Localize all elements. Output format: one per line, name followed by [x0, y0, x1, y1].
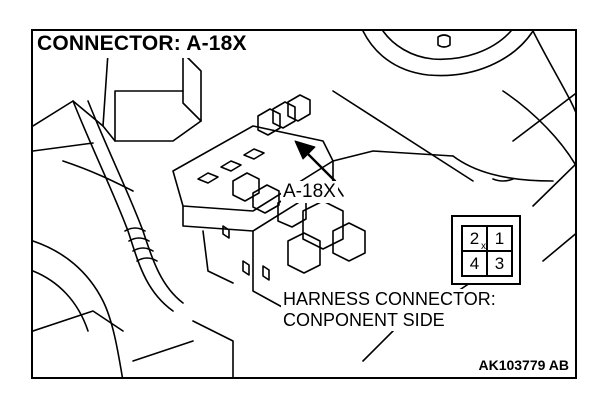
lower-bracket [33, 310, 394, 377]
pin-center-mark: x [481, 241, 486, 252]
connector-side-note: HARNESS CONNECTOR: CONPONENT SIDE [281, 289, 498, 331]
connector-pin-grid: 2 1 4 3 [461, 225, 513, 277]
callout-arrow [294, 140, 337, 183]
fuse-block [172, 94, 454, 314]
fender-lines [332, 90, 575, 322]
relay-housing-left [33, 52, 202, 152]
pin-bottom-right: 3 [487, 251, 512, 276]
figure-frame: CONNECTOR: A-18X A-18X 2 1 4 3 x HARNESS… [31, 29, 577, 379]
figure-code: AK103779 AB [476, 357, 571, 373]
figure-title: CONNECTOR: A-18X [33, 31, 253, 58]
pin-top-right: 1 [487, 226, 512, 251]
connector-pin-diagram: 2 1 4 3 x [451, 215, 521, 285]
engine-dome [362, 31, 575, 166]
connector-callout-label: A-18X [281, 181, 338, 203]
engine-bay-drawing [33, 31, 575, 377]
pin-top-left: 2 [462, 226, 487, 251]
pin-bottom-left: 4 [462, 251, 487, 276]
wiring-harness [33, 100, 184, 377]
note-line-1: HARNESS CONNECTOR: [283, 289, 496, 309]
note-line-2: CONPONENT SIDE [283, 310, 445, 330]
